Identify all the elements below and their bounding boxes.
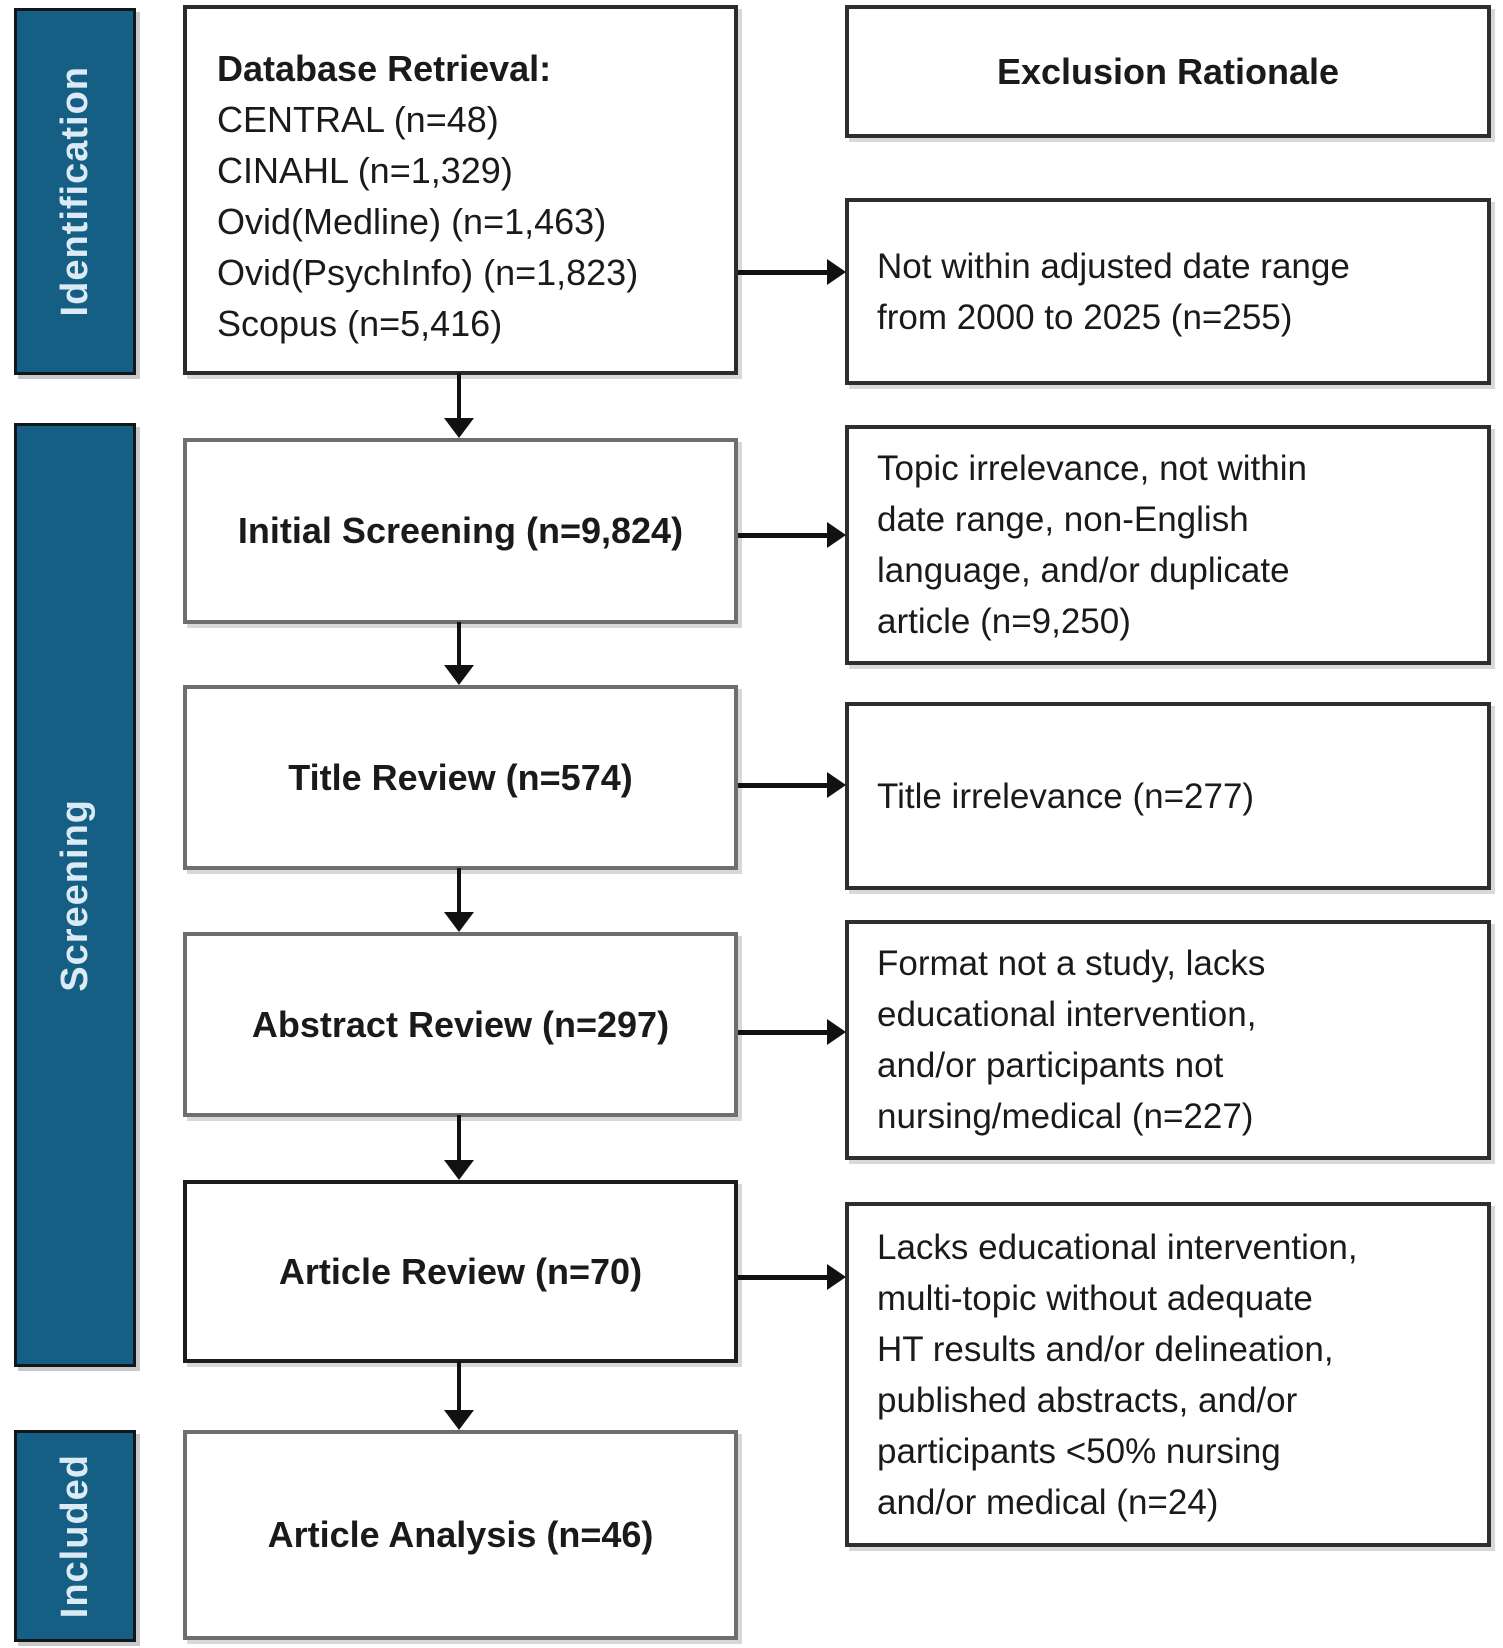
article-review-box: Article Review (n=70) (183, 1180, 738, 1363)
exclusion-date-range-text: Not within adjusted date range from 2000… (877, 246, 1350, 337)
exclusion-topic-irrelevance-text: Topic irrelevance, not within date range… (877, 449, 1307, 641)
exclusion-format-box: Format not a study, lacks educational in… (845, 920, 1491, 1160)
arrow-down-1-head (444, 418, 474, 438)
arrow-down-5-line (457, 1361, 461, 1412)
arrow-right-4-line (738, 1030, 827, 1035)
exclusion-rationale-title: Exclusion Rationale (996, 51, 1340, 92)
stage-screening: Screening (14, 423, 136, 1367)
database-line-ovid-psychinfo: Ovid(PsychInfo) (n=1,823) (217, 252, 639, 293)
article-review-label: Article Review (n=70) (278, 1250, 643, 1292)
arrow-down-2-head (444, 665, 474, 685)
stage-screening-label: Screening (53, 798, 96, 992)
stage-identification-label: Identification (53, 66, 96, 317)
database-retrieval-box: Database Retrieval: CENTRAL (n=48) CINAH… (183, 5, 738, 375)
stage-included: Included (14, 1430, 136, 1642)
exclusion-lacks-intervention-text: Lacks educational intervention, multi-to… (877, 1227, 1358, 1522)
arrow-right-3-line (738, 783, 827, 788)
database-line-central: CENTRAL (n=48) (217, 99, 499, 140)
initial-screening-box: Initial Screening (n=9,824) (183, 438, 738, 624)
arrow-right-1-head (827, 259, 846, 285)
arrow-right-2-head (827, 522, 846, 548)
exclusion-topic-irrelevance-box: Topic irrelevance, not within date range… (845, 425, 1491, 665)
article-analysis-box: Article Analysis (n=46) (183, 1430, 738, 1640)
arrow-down-2-line (457, 622, 461, 667)
arrow-down-4-head (444, 1160, 474, 1180)
exclusion-format-text: Format not a study, lacks educational in… (877, 944, 1266, 1136)
arrow-right-5-line (738, 1275, 827, 1280)
arrow-right-5-head (827, 1264, 846, 1290)
arrow-right-1-line (738, 270, 827, 275)
arrow-down-1-line (457, 373, 461, 420)
stage-included-label: Included (53, 1453, 96, 1619)
arrow-down-3-head (444, 912, 474, 932)
arrow-down-5-head (444, 1410, 474, 1430)
database-retrieval-title: Database Retrieval: (217, 48, 552, 89)
initial-screening-label: Initial Screening (n=9,824) (237, 510, 684, 551)
arrow-down-3-line (457, 868, 461, 914)
database-retrieval-text: Database Retrieval: CENTRAL (n=48) CINAH… (217, 43, 638, 349)
exclusion-title-irrelevance-text: Title irrelevance (n=277) (877, 776, 1255, 816)
title-review-box: Title Review (n=574) (183, 685, 738, 870)
arrow-down-4-line (457, 1115, 461, 1162)
abstract-review-label: Abstract Review (n=297) (251, 1003, 670, 1045)
exclusion-rationale-header-box: Exclusion Rationale (845, 5, 1491, 138)
exclusion-date-range-box: Not within adjusted date range from 2000… (845, 198, 1491, 385)
exclusion-title-irrelevance-box: Title irrelevance (n=277) (845, 702, 1491, 890)
abstract-review-box: Abstract Review (n=297) (183, 932, 738, 1117)
database-line-scopus: Scopus (n=5,416) (217, 303, 503, 344)
arrow-right-2-line (738, 533, 827, 538)
database-line-cinahl: CINAHL (n=1,329) (217, 150, 513, 191)
arrow-right-3-head (827, 772, 846, 798)
stage-identification: Identification (14, 8, 136, 375)
title-review-label: Title Review (n=574) (288, 756, 633, 798)
article-analysis-label: Article Analysis (n=46) (267, 1514, 654, 1555)
arrow-right-4-head (827, 1019, 846, 1045)
database-line-ovid-medline: Ovid(Medline) (n=1,463) (217, 201, 607, 242)
exclusion-lacks-intervention-box: Lacks educational intervention, multi-to… (845, 1202, 1491, 1547)
